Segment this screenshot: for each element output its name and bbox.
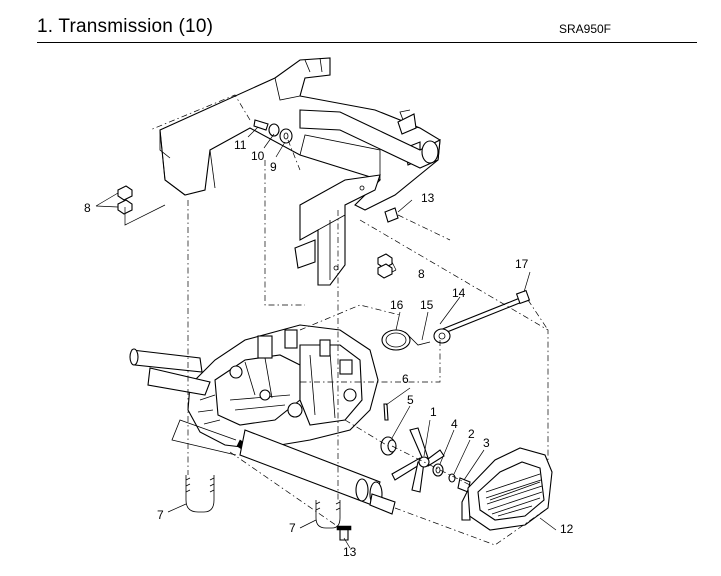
fan-cover bbox=[461, 447, 553, 531]
mounting-frame bbox=[159, 57, 441, 211]
callout-11: 11 bbox=[234, 138, 247, 152]
center-bracket bbox=[294, 174, 381, 286]
callout-7-left: 7 bbox=[157, 508, 164, 522]
callout-15: 15 bbox=[420, 298, 434, 312]
callout-8-left: 8 bbox=[84, 201, 91, 215]
callout-9: 9 bbox=[270, 160, 277, 174]
callout-7-right: 7 bbox=[289, 521, 296, 535]
leader-lines bbox=[95, 126, 557, 549]
model-code: SRA950F bbox=[558, 22, 611, 36]
header-rule bbox=[37, 42, 697, 43]
callout-1: 1 bbox=[430, 405, 437, 419]
callout-17: 17 bbox=[515, 257, 529, 271]
callout-8-right: 8 bbox=[418, 267, 425, 281]
page-title: 1. Transmission (10) bbox=[37, 16, 214, 37]
callout-13-lower: 13 bbox=[343, 545, 357, 559]
assembly-lines bbox=[149, 94, 549, 546]
callout-14: 14 bbox=[452, 286, 466, 300]
page-header: 1. Transmission (10) SRA950F bbox=[37, 14, 697, 43]
transmission-housing bbox=[187, 324, 379, 451]
callout-10: 10 bbox=[251, 149, 265, 163]
callout-2: 2 bbox=[468, 427, 475, 441]
output-shaft bbox=[171, 419, 396, 515]
input-shaft bbox=[129, 348, 211, 396]
callout-3: 3 bbox=[483, 436, 490, 450]
callout-labels: 1 2 3 4 5 6 7 7 8 8 9 10 11 12 13 13 14 … bbox=[84, 138, 574, 559]
callout-4: 4 bbox=[451, 417, 458, 431]
callout-16: 16 bbox=[390, 298, 404, 312]
callout-5: 5 bbox=[407, 393, 414, 407]
u-bolts bbox=[185, 475, 341, 529]
callout-13-upper: 13 bbox=[421, 191, 435, 205]
callout-6: 6 bbox=[402, 372, 409, 386]
callout-12: 12 bbox=[560, 522, 574, 536]
